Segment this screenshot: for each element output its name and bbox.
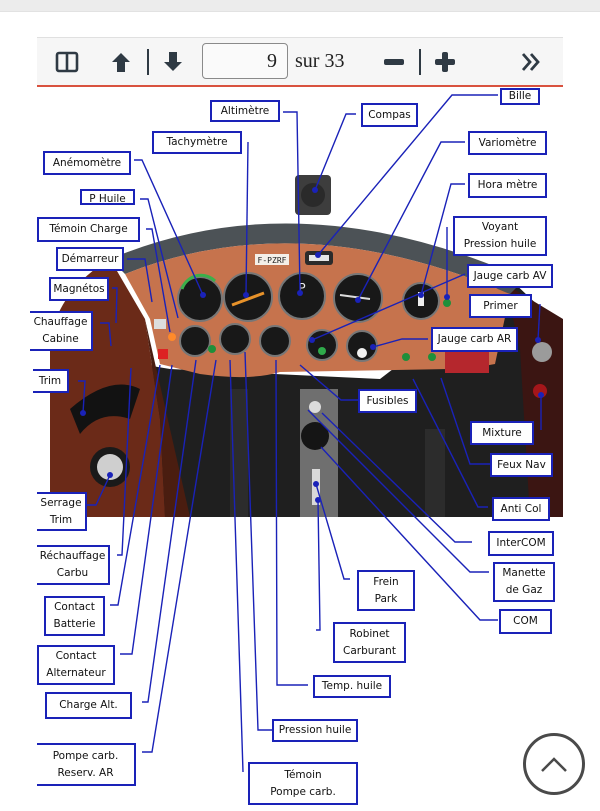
svg-text:P: P (298, 281, 305, 295)
sidebar-icon (55, 51, 79, 73)
label-frein-park[interactable]: Frein Park (357, 570, 415, 611)
label-contact-batterie[interactable]: Contact Batterie (44, 596, 105, 636)
label-manette-de-gaz[interactable]: Manette de Gaz (493, 562, 555, 602)
browser-top-strip (0, 0, 600, 12)
label-rechauffage-carbu[interactable]: Réchauffage Carbu (37, 545, 110, 585)
label-temp-huile[interactable]: Temp. huile (313, 675, 391, 698)
label-jauge-carb-ar[interactable]: Jauge carb AR (431, 327, 518, 352)
label-charge-alt[interactable]: Charge Alt. (45, 692, 132, 719)
label-anemometre[interactable]: Anémomètre (43, 151, 131, 175)
page-total-label: sur 33 (295, 50, 345, 72)
plus-icon (435, 52, 455, 72)
label-demarreur[interactable]: Démarreur (56, 247, 124, 271)
label-chauffage-cabine[interactable]: Chauffage Cabine (30, 311, 93, 351)
label-anti-col[interactable]: Anti Col (492, 497, 550, 521)
previous-page-button[interactable] (105, 38, 137, 86)
chevron-up-icon (541, 757, 567, 772)
registration-plate: F-PZRF (258, 256, 287, 265)
label-robinet-carburant[interactable]: Robinet Carburant (333, 622, 406, 663)
label-tachymetre[interactable]: Tachymètre (152, 131, 242, 154)
label-variometre[interactable]: Variomètre (468, 131, 547, 155)
label-fusibles[interactable]: Fusibles (358, 389, 417, 413)
label-primer[interactable]: Primer (469, 294, 532, 318)
arrow-down-icon (164, 52, 182, 71)
zoom-in-button[interactable] (428, 38, 462, 86)
label-altimetre[interactable]: Altimètre (210, 100, 280, 122)
label-compas[interactable]: Compas (361, 103, 418, 127)
label-mixture[interactable]: Mixture (470, 421, 534, 445)
label-trim[interactable]: Trim (33, 369, 69, 393)
arrow-up-icon (112, 53, 130, 72)
minus-icon (384, 59, 404, 65)
label-intercom[interactable]: InterCOM (488, 531, 554, 556)
label-pompe-carb-reserv-ar[interactable]: Pompe carb. Reserv. AR (37, 743, 136, 786)
label-contact-alternateur[interactable]: Contact Alternateur (37, 645, 115, 685)
label-feux-nav[interactable]: Feux Nav (490, 453, 553, 477)
label-serrage-trim[interactable]: Serrage Trim (37, 492, 87, 531)
page-number-input[interactable] (202, 43, 288, 79)
sidebar-toggle-button[interactable] (51, 38, 83, 86)
label-com[interactable]: COM (499, 609, 552, 634)
more-tools-button[interactable] (515, 38, 547, 86)
label-p-huile[interactable]: P Huile (80, 189, 135, 205)
label-hora-metre[interactable]: Hora mètre (468, 173, 547, 198)
toolbar-divider (419, 49, 421, 75)
label-bille[interactable]: Bille (500, 88, 540, 105)
next-page-button[interactable] (157, 38, 189, 86)
pdf-toolbar: sur 33 (37, 37, 563, 87)
label-temoin-pompe-carb[interactable]: Témoin Pompe carb. (248, 762, 358, 805)
label-magnetos[interactable]: Magnétos (49, 277, 109, 301)
label-temoin-charge[interactable]: Témoin Charge (37, 217, 140, 242)
scroll-to-top-button[interactable] (523, 733, 585, 795)
zoom-out-button[interactable] (377, 38, 411, 86)
label-voyant-pression-huile[interactable]: Voyant Pression huile (453, 216, 547, 256)
toolbar-divider (147, 49, 149, 75)
label-pression-huile[interactable]: Pression huile (272, 719, 358, 742)
double-chevron-right-icon (521, 53, 540, 71)
label-jauge-carb-av[interactable]: Jauge carb AV (467, 264, 553, 288)
